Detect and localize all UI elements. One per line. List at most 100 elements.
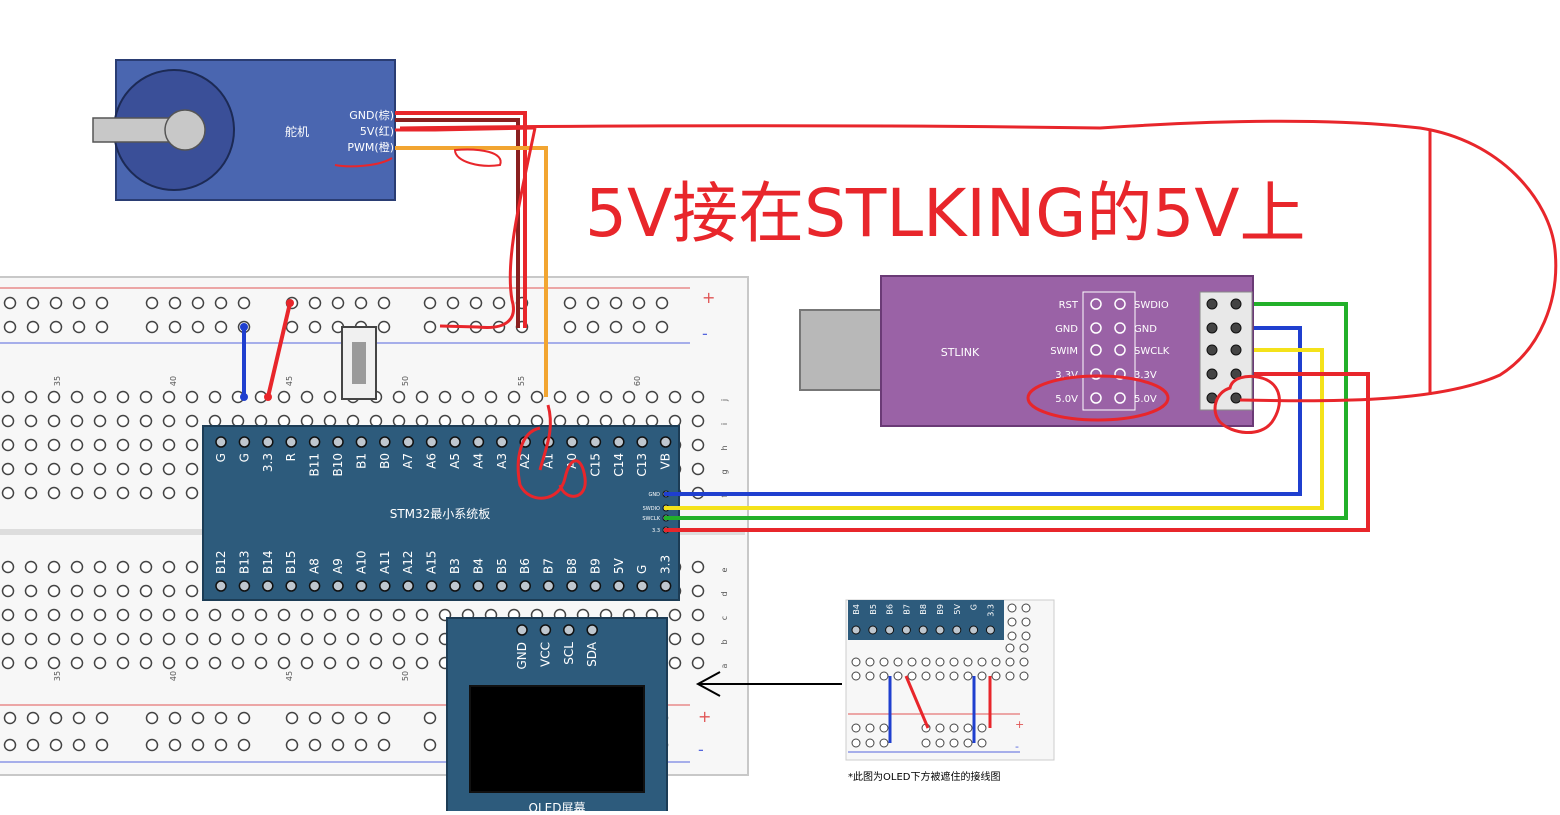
annotation-gnd-stroke (439, 127, 537, 330)
breadboard-hole (415, 390, 429, 404)
breadboard-hole (208, 390, 222, 404)
breadboard-hole (116, 414, 130, 428)
inset-pin (918, 625, 928, 635)
inset-pin-label: B9 (936, 604, 945, 615)
breadboard-hole (49, 320, 63, 334)
breadboard-hole (354, 738, 368, 752)
breadboard-hole (139, 438, 153, 452)
breadboard-hole (237, 296, 251, 310)
stm32-bottom-pin-label: B3 (448, 558, 462, 574)
breadboard-hole (185, 656, 199, 670)
stm32-body (202, 425, 680, 601)
breadboard-hole (1, 560, 15, 574)
breadboard-hole (139, 462, 153, 476)
breadboard-hole (26, 738, 40, 752)
oled-pin (586, 624, 598, 636)
breadboard-hole (691, 414, 705, 428)
jumper-end (286, 299, 294, 307)
stm32-side-pin-label: SWCLK (642, 516, 660, 522)
breadboard-hole (49, 738, 63, 752)
breadboard-hole (191, 711, 205, 725)
column-number: 55 (517, 376, 526, 386)
breadboard-hole (369, 414, 383, 428)
stm32-pin (566, 580, 578, 592)
inset-hole (991, 671, 1001, 681)
breadboard-hole (369, 656, 383, 670)
stlink-left-pin-label: SWIM (1050, 346, 1078, 357)
breadboard-hole (331, 711, 345, 725)
breadboard-hole (254, 656, 268, 670)
stlink-left-pin-label: GND (1055, 324, 1078, 335)
inset-hole (949, 723, 959, 733)
breadboard-hole (622, 390, 636, 404)
stm32-pin (215, 580, 227, 592)
stm32-top-pin-label: C14 (612, 453, 626, 477)
breadboard-hole (139, 414, 153, 428)
breadboard-hole (1, 438, 15, 452)
stm32-pin (613, 436, 625, 448)
breadboard-hole (139, 656, 153, 670)
stm32-top-pin-label: C15 (588, 453, 602, 477)
column-number: 45 (285, 671, 294, 681)
inset-hole (977, 738, 987, 748)
stm32-bottom-pin-label: B9 (588, 558, 602, 574)
breadboard-hole (438, 414, 452, 428)
stm32-bottom-pin-label: B8 (565, 558, 579, 574)
breadboard-hole (507, 414, 521, 428)
inset-jumper-red-1 (904, 675, 930, 729)
breadboard-hole (139, 608, 153, 622)
breadboard-hole (47, 390, 61, 404)
breadboard-hole (377, 320, 391, 334)
breadboard-hole (162, 584, 176, 598)
breadboard-hole (691, 656, 705, 670)
stlink-pin (1206, 322, 1218, 334)
annotation-circle-stlink-5v-out (1213, 374, 1281, 435)
breadboard-hole (423, 711, 437, 725)
inset-hole (963, 671, 973, 681)
breadboard-hole (1, 462, 15, 476)
breadboard-hole (208, 608, 222, 622)
inset-rail-plus-sign: + (1015, 718, 1024, 731)
breadboard-hole (24, 656, 38, 670)
breadboard-jumper-red (266, 302, 292, 398)
inset-pin-label: 3.3 (986, 604, 995, 617)
stm32-pin (355, 436, 368, 448)
row-letter: c (720, 616, 729, 620)
stm32-pin (332, 436, 344, 448)
breadboard-hole (668, 390, 682, 404)
breadboard-hole (645, 414, 659, 428)
stm32-bottom-pin-label: 3.3 (659, 555, 673, 574)
stlink-pin (1114, 392, 1126, 404)
stm32-pin (425, 436, 438, 448)
inset-pin (851, 625, 861, 635)
breadboard-hole (323, 656, 337, 670)
breadboard-hole (308, 738, 322, 752)
servo-pin-gnd: GND(棕) (349, 108, 394, 122)
stm32-bottom-pin-label: A15 (425, 551, 439, 574)
breadboard-hole (26, 320, 40, 334)
breadboard-hole (47, 486, 61, 500)
breadboard-hole (300, 656, 314, 670)
breadboard-hole (185, 390, 199, 404)
stm32-bottom-pin-label: B13 (237, 550, 251, 574)
breadboard-hole (308, 296, 322, 310)
breadboard-hole (116, 632, 130, 646)
stm32-pin (379, 580, 391, 592)
breadboard-hole (47, 414, 61, 428)
breadboard-hole (47, 560, 61, 574)
stm32-pin (238, 580, 251, 592)
stm32-side-pin-label: 3.3 (652, 528, 660, 534)
stm32-pin (332, 580, 344, 592)
breadboard-hole (461, 390, 475, 404)
breadboard-hole (162, 390, 176, 404)
breadboard-hole (3, 296, 17, 310)
handwritten-annotations: 5V接在STLKING的5V上 (334, 119, 1558, 500)
stm32-pin (425, 580, 438, 592)
stlink-pin (1090, 344, 1102, 356)
breadboard-hole (185, 632, 199, 646)
breadboard-hole (168, 296, 182, 310)
stm32-bottom-pin-label: A9 (331, 558, 345, 574)
breadboard-hole (214, 320, 228, 334)
inset-hole (921, 738, 931, 748)
